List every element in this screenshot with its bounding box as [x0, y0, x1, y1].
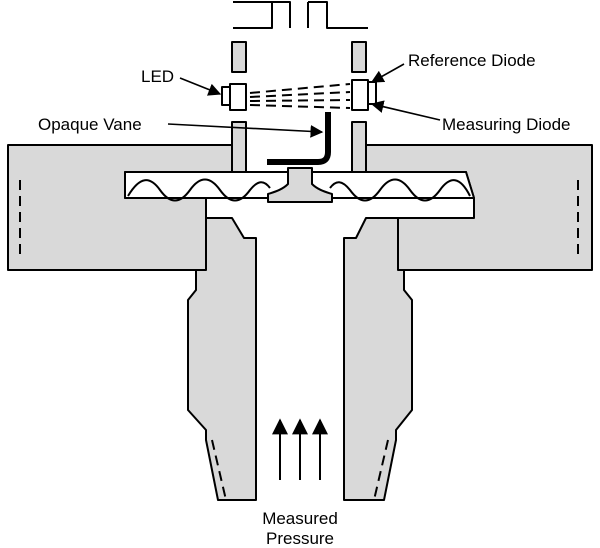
label-opaque-vane: Opaque Vane	[38, 115, 142, 134]
upper-block-right	[351, 41, 367, 73]
stem-left	[187, 217, 257, 501]
light-beam	[249, 83, 351, 109]
lower-block-left	[231, 121, 247, 173]
lower-block-right	[351, 121, 367, 173]
top-fitting-right	[307, 1, 368, 29]
hidden-edge-nozzle-left	[211, 439, 227, 501]
diode-component	[351, 79, 377, 111]
label-measured: Measured	[262, 509, 338, 528]
label-led: LED	[141, 67, 174, 86]
leader-opaque-vane	[167, 123, 324, 138]
label-reference-diode: Reference Diode	[408, 51, 536, 70]
stem-right	[343, 217, 413, 501]
label-pressure: Pressure	[266, 529, 334, 548]
housing-right	[365, 144, 593, 271]
housing-left	[7, 144, 233, 271]
pressure-arrows	[272, 418, 328, 480]
vane-post	[267, 167, 333, 203]
label-measuring-diode: Measuring Diode	[442, 115, 571, 134]
top-fitting-left-stem	[272, 1, 291, 28]
leader-reference-diode	[370, 63, 405, 83]
leader-led	[179, 77, 222, 96]
diaphragm	[127, 178, 471, 202]
opaque-vane	[267, 112, 331, 165]
top-fitting-left	[233, 1, 273, 29]
hidden-edge-nozzle-right	[373, 439, 389, 501]
led-component	[221, 83, 247, 111]
upper-block-left	[231, 41, 247, 73]
leader-measuring-diode	[370, 100, 441, 121]
